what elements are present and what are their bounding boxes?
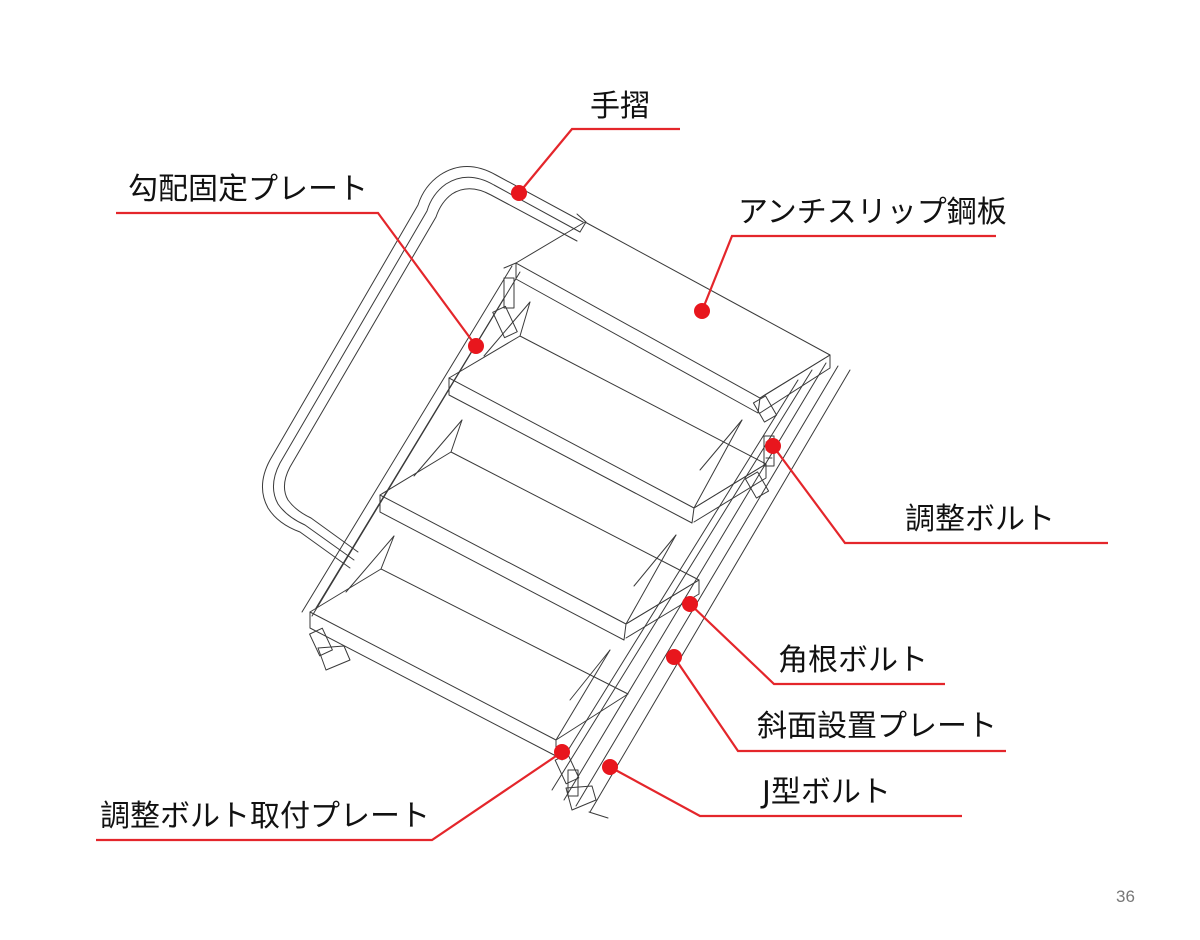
braces: [345, 301, 743, 701]
dot-slope-install: [666, 649, 682, 665]
dot-adjust-bolt-plate: [554, 744, 570, 760]
dot-antislip: [694, 303, 710, 319]
left-stringer: [301, 265, 521, 617]
leader-lines: [96, 127, 1108, 842]
label-antislip-plate: アンチスリップ鋼板: [738, 195, 1007, 230]
leader-adjust-bolt: [772, 445, 1108, 545]
tread-3: [379, 419, 700, 641]
handrail-drawing: [262, 166, 587, 569]
label-j-bolt: J型ボルト: [762, 775, 891, 810]
page-number: 36: [1116, 887, 1135, 906]
leader-handrail: [518, 127, 680, 194]
label-adjust-bolt-plate: 調整ボルト取付プレート: [100, 799, 430, 834]
dot-square-bolt: [682, 596, 698, 612]
dot-handrail: [511, 185, 527, 201]
leader-square-bolt: [689, 603, 945, 686]
callout-dots: [468, 185, 781, 775]
label-square-bolt: 角根ボルト: [778, 643, 928, 678]
label-handrail: 手摺: [590, 89, 650, 124]
label-slope-plate: 勾配固定プレート: [128, 172, 368, 207]
leader-slope-plate: [116, 211, 477, 347]
right-rail: [551, 362, 851, 819]
leader-slope-install: [673, 656, 1006, 753]
label-adjust-bolt: 調整ボルト: [905, 502, 1055, 537]
tread-1: [503, 221, 831, 414]
dot-j-bolt: [602, 759, 618, 775]
leader-adjust-bolt-plate: [96, 751, 563, 842]
tread-4: [309, 535, 629, 757]
dot-slope-plate: [468, 338, 484, 354]
tread-2: [448, 301, 767, 524]
dot-adjust-bolt: [765, 438, 781, 454]
leader-antislip: [700, 234, 996, 312]
label-slope-install-plate: 斜面設置プレート: [757, 709, 997, 744]
leader-j-bolt: [609, 766, 962, 818]
brackets: [309, 277, 778, 811]
